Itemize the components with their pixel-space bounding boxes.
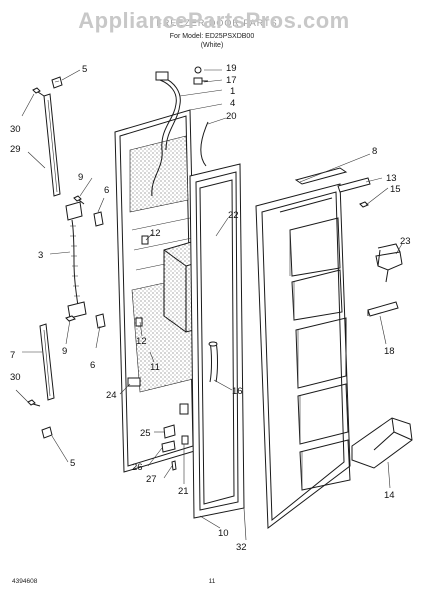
- callout-8: 8: [372, 146, 377, 157]
- callout-9-lower: 9: [62, 346, 67, 357]
- hinge-cap-bottom: [41, 426, 53, 439]
- door-handle-lower-trim: [39, 323, 55, 401]
- callout-14: 14: [384, 490, 395, 501]
- screw-15: [359, 201, 369, 208]
- callout-12-lower: 12: [136, 336, 147, 347]
- callout-32: 32: [236, 542, 247, 553]
- callout-labels: 5 30 29 9 6 3 9 7 6 30 5 19 17 1 4 20 8 …: [10, 63, 411, 553]
- callout-29: 29: [10, 144, 21, 155]
- callout-23: 23: [400, 236, 411, 247]
- callout-11: 11: [150, 362, 160, 373]
- callout-24: 24: [106, 390, 117, 401]
- callout-6-lower: 6: [90, 360, 95, 371]
- screw-bottom-left: [27, 399, 41, 407]
- callout-6-upper: 6: [104, 185, 109, 196]
- doc-code: 4394608: [12, 578, 38, 585]
- door-handle-spring: [70, 219, 80, 307]
- callout-4: 4: [230, 98, 235, 109]
- bin-14: [351, 417, 413, 469]
- top-trim-8: [294, 167, 348, 185]
- leader-lines: [15, 69, 403, 541]
- wire-harness: [151, 71, 181, 197]
- door-handle-upper-trim: [43, 93, 61, 197]
- trim-13: [337, 177, 371, 193]
- callout-18: 18: [384, 346, 395, 357]
- shelf-bar-18: [367, 301, 399, 317]
- diagram-title: FREEZER DOOR PARTS: [156, 18, 277, 28]
- callout-19: 19: [226, 63, 237, 74]
- callout-9-upper: 9: [78, 172, 83, 183]
- hinge-bracket-lower: [65, 301, 106, 329]
- screw-27: [171, 460, 177, 471]
- callout-5-bottom: 5: [70, 458, 75, 469]
- screw-top-left: [32, 87, 45, 97]
- callout-21: 21: [178, 486, 189, 497]
- callout-20: 20: [226, 111, 237, 122]
- model-line: For Model: ED25PSXDB00: [170, 33, 255, 40]
- small-bracket-12: [135, 235, 149, 327]
- bracket-21: [179, 403, 189, 445]
- watermark: AppliancePartsPros.com: [78, 8, 349, 33]
- callout-25: 25: [140, 428, 151, 439]
- callout-1: 1: [230, 86, 235, 97]
- callout-15: 15: [390, 184, 401, 195]
- door-gasket-frame: [189, 163, 245, 519]
- hinge-bracket-upper: [65, 201, 104, 227]
- door-outer-shell: [255, 183, 351, 529]
- callout-3: 3: [38, 250, 43, 261]
- callout-27: 27: [146, 474, 157, 485]
- callout-22: 22: [228, 210, 239, 221]
- callout-26: 26: [132, 462, 143, 473]
- funnel-23: [375, 243, 403, 283]
- callout-16: 16: [232, 386, 243, 397]
- bracket-26: [161, 440, 176, 453]
- callout-7: 7: [10, 350, 15, 361]
- switch-24: [127, 377, 141, 387]
- color-line: (White): [201, 42, 224, 49]
- bracket-25: [163, 424, 176, 439]
- page-number: 11: [209, 578, 216, 585]
- callout-30-bottom: 30: [10, 372, 21, 383]
- hinge-cap-top: [51, 76, 63, 89]
- callout-10: 10: [218, 528, 229, 539]
- callout-12-upper: 12: [150, 228, 161, 239]
- handle-16: [208, 341, 218, 383]
- callout-13: 13: [386, 173, 397, 184]
- top-hardware-19-17: [193, 66, 208, 85]
- callout-5-top: 5: [82, 64, 87, 75]
- callout-17: 17: [226, 75, 237, 86]
- callout-30-top: 30: [10, 124, 21, 135]
- hinge-pin-20: [200, 121, 209, 167]
- screw-9-upper: [73, 195, 85, 205]
